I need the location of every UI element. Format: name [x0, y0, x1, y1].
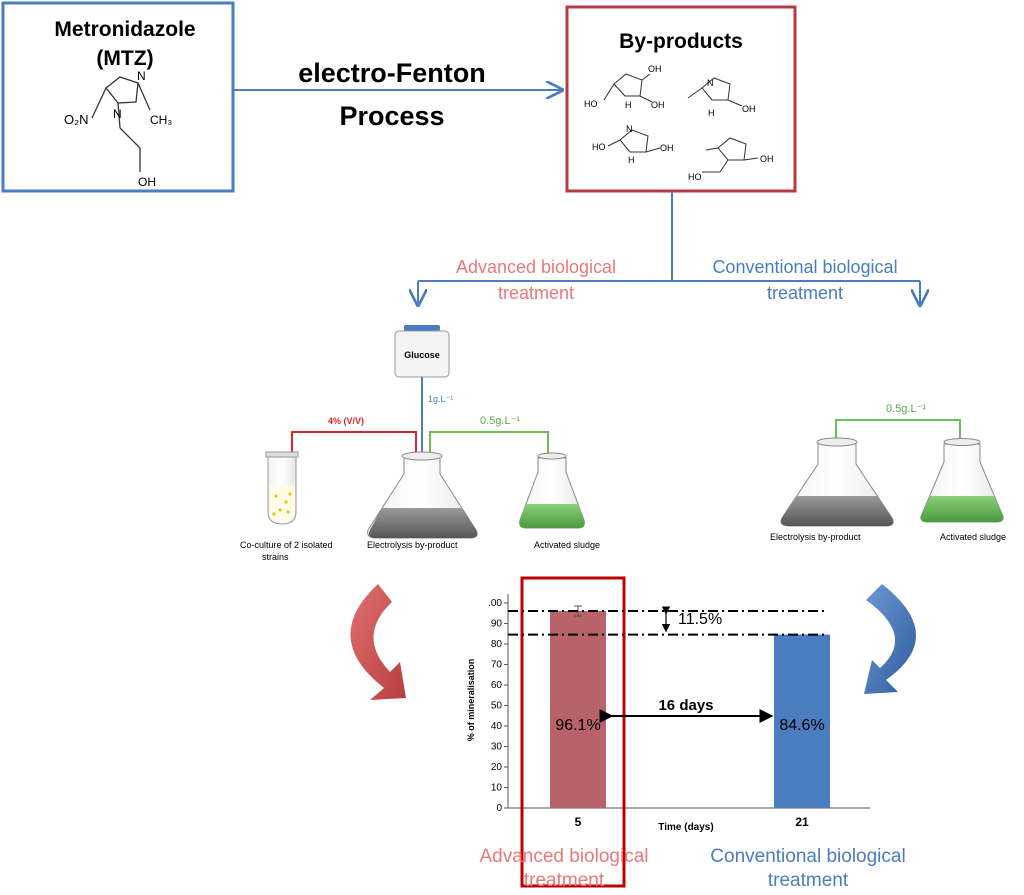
mtz-n3-label: N	[137, 69, 146, 83]
mol3-h: H	[628, 155, 635, 165]
mtz-title: Metronidazole	[54, 18, 195, 41]
mtz-n1-label: N	[113, 107, 122, 121]
y-tick-label: 30	[491, 742, 503, 753]
coculture-label-line1: Co-culture of 2 isolated	[240, 540, 333, 550]
conventional-electrolysis-flask-icon	[780, 437, 894, 527]
test-tube-icon	[265, 451, 299, 525]
bottom-advanced-line2: treatment	[524, 870, 605, 890]
byproduct-molecule-4: OH HO	[688, 137, 774, 182]
y-tick-label: 10	[491, 783, 503, 794]
advanced-sludge-label: Activated sludge	[534, 540, 600, 550]
y-tick-label: 70	[491, 660, 503, 671]
advanced-sludge-dose: 0.5g.L⁻¹	[480, 415, 520, 427]
y-tick-label: 60	[491, 680, 503, 691]
y-tick-label: 80	[491, 639, 503, 650]
process-label-line1: electro-Fenton	[298, 58, 486, 88]
bar-5	[550, 610, 606, 808]
glucose-bottle-icon: Glucose	[394, 325, 450, 378]
branch-conventional-line1: Conventional biological	[712, 257, 897, 277]
mtz-hydroxyl-label: OH	[138, 175, 156, 189]
conventional-electrolysis-label: Electrolysis by-product	[770, 532, 861, 542]
mol3-oh: OH	[660, 143, 674, 153]
byproducts-box: By-products OH HO OH H N H OH N HO	[565, 5, 797, 193]
conventional-sludge-label: Activated sludge	[940, 532, 1006, 542]
mol2-oh: OH	[742, 104, 756, 114]
byproducts-title: By-products	[619, 30, 743, 53]
y-tick-label: 90	[491, 619, 503, 630]
interval-label: 16 days	[658, 697, 713, 714]
x-tick-label: 5	[575, 815, 582, 829]
bottom-conventional-line1: Conventional biological	[710, 846, 905, 867]
mol4-oh: OH	[760, 154, 774, 164]
advanced-highlight-box	[520, 576, 626, 888]
byproduct-molecule-2: N H OH	[687, 77, 756, 118]
glucose-label: Glucose	[404, 350, 440, 360]
conventional-sludge-flask-icon	[920, 438, 1004, 523]
y-tick-label: 20	[491, 762, 503, 773]
branch-advanced-line2: treatment	[498, 283, 574, 303]
blue-curved-arrow-icon	[864, 584, 917, 694]
mol1-oh-right: OH	[651, 100, 665, 110]
mol3-n: N	[626, 124, 633, 134]
y-tick-label: 50	[491, 701, 503, 712]
mineralisation-chart: 0 10 20 30 40 50 60 70 80 90 .00 96.1% 5 84.6% 21 % o…	[466, 576, 870, 888]
conventional-setup: 0.5g.L⁻¹ Electrolysis by-product Activat…	[770, 403, 1006, 542]
bar-21	[774, 634, 830, 808]
y-axis-label: % of mineralisation	[466, 659, 476, 742]
electrolysis-flask-icon	[367, 451, 478, 539]
red-curved-arrow-icon	[350, 584, 406, 700]
bottom-conventional-line2: treatment	[768, 870, 849, 890]
y-tick-label: .00	[488, 598, 502, 609]
process-label-line2: Process	[339, 101, 444, 131]
mol4-ho: HO	[688, 172, 702, 182]
mol2-n: N	[707, 78, 714, 88]
coculture-dose: 4% (V/V)	[328, 416, 364, 426]
byproduct-molecule-1: OH HO OH H	[584, 64, 665, 110]
mtz-nitro-label: O₂N	[64, 112, 89, 127]
mtz-box: Metronidazole (MTZ) O₂N N N CH₃ OH	[1, 1, 235, 193]
bottom-advanced-line1: Advanced biological	[479, 846, 648, 867]
advanced-electrolysis-label: Electrolysis by-product	[367, 540, 458, 550]
byproduct-molecule-3: N HO OH H	[592, 124, 674, 165]
y-tick-label: 0	[496, 803, 502, 814]
mol3-ho: HO	[592, 142, 606, 152]
advanced-setup: Glucose 1g.L⁻¹ 4% (V/V) 0.5g.L⁻¹ Co-cult…	[240, 325, 600, 562]
mol2-h: H	[708, 108, 715, 118]
difference-label: 11.5%	[678, 611, 722, 628]
mtz-methyl-label: CH₃	[150, 113, 172, 127]
glucose-dose: 1g.L⁻¹	[428, 394, 453, 404]
sludge-flask-icon	[519, 452, 585, 529]
coculture-label-line2: strains	[262, 552, 289, 562]
branch-conventional-line2: treatment	[767, 283, 843, 303]
x-axis-label: Time (days)	[658, 822, 713, 833]
x-tick-label: 21	[795, 815, 809, 829]
mol1-h: H	[625, 100, 632, 110]
branch-advanced-line1: Advanced biological	[456, 257, 616, 277]
mol1-oh-top: OH	[648, 64, 662, 74]
conventional-sludge-dose: 0.5g.L⁻¹	[886, 403, 926, 415]
mol1-ho: HO	[584, 99, 598, 109]
bar-value-label: 84.6%	[779, 717, 824, 734]
mtz-structure	[91, 76, 151, 172]
branch-connector	[418, 191, 920, 305]
bar-value-label: 96.1%	[555, 717, 600, 734]
y-tick-label: 40	[491, 721, 503, 732]
mtz-abbrev: (MTZ)	[96, 47, 153, 70]
